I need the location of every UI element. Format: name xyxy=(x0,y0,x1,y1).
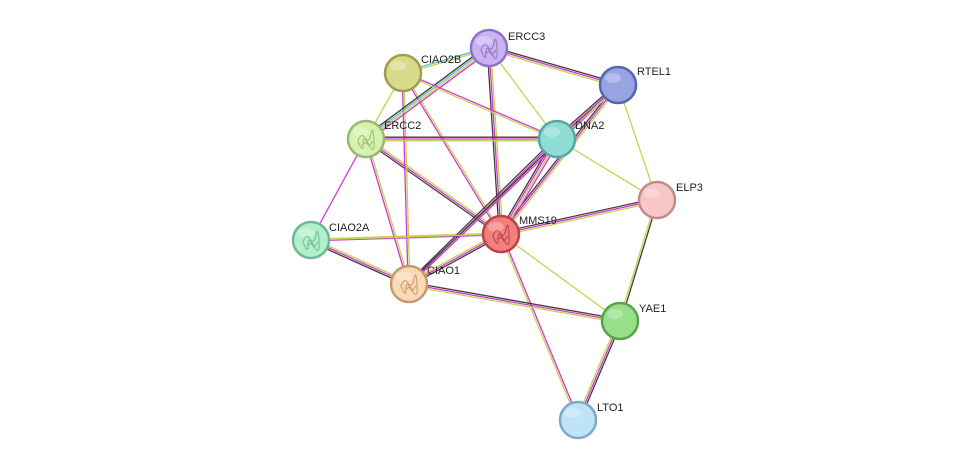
edge-strand xyxy=(366,138,411,284)
edge-strand xyxy=(407,137,557,284)
edge-strand xyxy=(500,84,619,235)
edge-strand xyxy=(500,199,658,235)
node-yae1[interactable]: YAE1 xyxy=(600,301,666,341)
edge-ercc3-rtel1 xyxy=(488,45,619,88)
node-label-ercc2: ERCC2 xyxy=(384,120,421,132)
edge-strand xyxy=(402,73,557,141)
edge-elp3-yae1 xyxy=(618,199,659,322)
edge-strand xyxy=(499,234,578,421)
node-circle-yae1[interactable] xyxy=(600,301,640,341)
edge-strand xyxy=(500,197,657,233)
edge-strand xyxy=(500,233,621,322)
edge-mms19-ciao2a xyxy=(310,232,502,242)
protein-structure-icon xyxy=(400,274,418,296)
edge-ciao1-yae1 xyxy=(408,281,621,324)
edge-mms19-yae1 xyxy=(500,233,621,322)
node-label-yae1: YAE1 xyxy=(639,303,666,315)
node-label-mms19: MMS19 xyxy=(519,215,557,227)
edge-ercc2-ercc3 xyxy=(364,45,491,142)
node-label-ercc3: ERCC3 xyxy=(508,31,545,43)
node-sheen xyxy=(565,408,581,418)
edge-mms19-lto1 xyxy=(499,233,580,421)
edge-strand xyxy=(488,49,618,88)
edge-strand xyxy=(620,200,659,322)
node-label-ciao2b: CIAO2B xyxy=(421,54,461,66)
node-ercc3[interactable]: ERCC3 xyxy=(469,28,545,68)
node-label-ciao1: CIAO1 xyxy=(427,265,460,277)
node-sheen xyxy=(644,188,660,198)
edge-strand xyxy=(501,85,620,236)
node-circle-elp3[interactable] xyxy=(637,180,677,220)
node-circle-dna2[interactable] xyxy=(537,119,577,159)
edge-strand xyxy=(407,83,618,284)
node-circle-ciao2b[interactable] xyxy=(383,53,423,93)
edge-rtel1-elp3 xyxy=(617,84,658,201)
edge-strand xyxy=(488,47,619,86)
edge-strand xyxy=(364,139,409,285)
node-sheen xyxy=(607,309,623,319)
node-sheen xyxy=(476,36,492,46)
protein-structure-icon xyxy=(480,38,498,60)
edge-strand xyxy=(364,45,488,138)
node-sheen xyxy=(544,127,560,137)
node-sheen xyxy=(605,73,621,83)
edge-strand xyxy=(618,199,657,321)
node-sheen xyxy=(298,228,314,238)
node-label-lto1: LTO1 xyxy=(597,402,624,414)
edge-strand xyxy=(310,233,502,241)
edge-mms19-elp3 xyxy=(500,197,658,237)
node-sheen xyxy=(390,61,406,71)
edge-strand xyxy=(409,281,621,320)
edge-mms19-ercc2 xyxy=(364,136,503,237)
node-label-dna2: DNA2 xyxy=(575,120,604,132)
edge-strand xyxy=(366,48,490,141)
edge-strand xyxy=(403,71,558,139)
protein-structure-icon xyxy=(302,230,320,252)
edge-strand xyxy=(365,46,489,139)
edge-strand xyxy=(489,45,619,84)
node-sheen xyxy=(396,272,412,282)
edge-strand xyxy=(409,85,620,286)
node-ciao2a[interactable]: CIAO2A xyxy=(291,220,370,260)
edge-ercc2-dna2 xyxy=(366,136,557,142)
node-dna2[interactable]: DNA2 xyxy=(537,119,604,159)
edge-strand xyxy=(367,49,491,142)
edge-strand xyxy=(365,138,502,235)
node-circle-lto1[interactable] xyxy=(558,400,598,440)
node-mms19[interactable]: MMS19 xyxy=(481,214,557,254)
edge-strand xyxy=(408,283,621,322)
node-lto1[interactable]: LTO1 xyxy=(558,400,624,440)
edge-strand xyxy=(364,139,501,237)
node-elp3[interactable]: ELP3 xyxy=(637,180,703,220)
edge-strand xyxy=(366,136,503,234)
node-ciao2b[interactable]: CIAO2B xyxy=(383,53,461,93)
edge-ciao2b-dna2 xyxy=(402,71,558,141)
edge-strand xyxy=(501,201,658,237)
edge-strand xyxy=(311,234,502,242)
edge-ciao1-rtel1 xyxy=(407,83,620,286)
node-label-elp3: ELP3 xyxy=(676,182,703,194)
edge-strand xyxy=(501,233,580,420)
edge-dna2-elp3 xyxy=(556,138,658,201)
edge-ciao1-ercc2 xyxy=(364,138,411,285)
protein-structure-icon xyxy=(492,224,510,246)
node-label-rtel1: RTEL1 xyxy=(637,66,671,78)
node-rtel1[interactable]: RTEL1 xyxy=(598,65,671,105)
node-sheen xyxy=(488,222,504,232)
edge-strand xyxy=(617,84,658,201)
edge-ciao2a-mms19 xyxy=(310,233,502,241)
node-ercc2[interactable]: ERCC2 xyxy=(346,119,421,159)
node-label-ciao2a: CIAO2A xyxy=(329,222,370,234)
protein-structure-icon xyxy=(357,129,375,151)
node-circle-rtel1[interactable] xyxy=(598,65,638,105)
edge-strand xyxy=(310,232,501,240)
node-ciao1[interactable]: CIAO1 xyxy=(389,264,460,304)
edge-strand xyxy=(408,285,620,324)
edge-strand xyxy=(556,138,658,201)
edge-strand xyxy=(403,72,411,284)
node-sheen xyxy=(353,127,369,137)
